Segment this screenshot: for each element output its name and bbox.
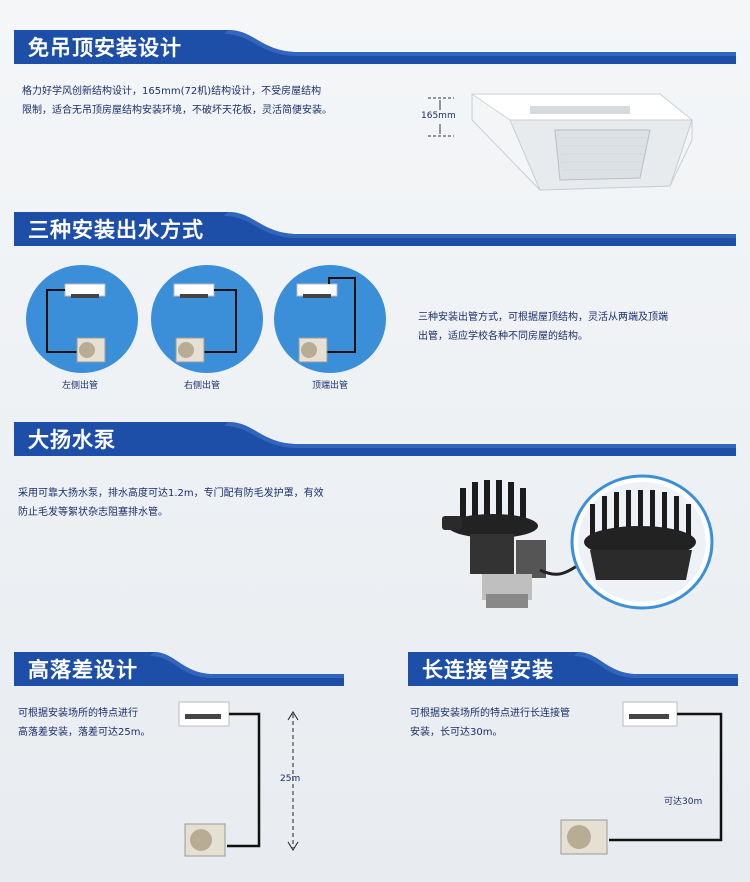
description-line: 格力好学风创新结构设计，165mm(72机)结构设计，不受房屋结构: [22, 86, 322, 97]
install-right-pipe-image: [151, 265, 263, 373]
description-line: 出管，适应学校各种不同房屋的结构。: [418, 331, 588, 342]
install-top-pipe-image: [274, 265, 386, 373]
section-title: 三种安装出水方式: [28, 218, 204, 242]
high-drop-diagram: [178, 701, 299, 857]
section-header-ceiling-free: 免吊顶安装设计: [14, 28, 736, 68]
water-pump-image: [442, 474, 714, 610]
cassette-ac-image: [428, 93, 694, 191]
section-title: 高落差设计: [28, 658, 138, 682]
section-description: 可根据安装场所的特点进行长连接管 安装，长可达30m。: [410, 704, 620, 742]
section-title: 大扬水泵: [28, 428, 116, 452]
long-pipe-diagram: [560, 701, 723, 855]
section-header-long-pipe: 长连接管安装: [408, 650, 738, 690]
label-left-pipe: 左侧出管: [61, 381, 98, 391]
description-line: 采用可靠大扬水泵，排水高度可达1.2m，专门配有防毛发护罩，有效: [18, 488, 324, 499]
install-left-pipe-image: [26, 265, 138, 373]
section-header-drainage-methods: 三种安装出水方式: [14, 210, 736, 250]
section-header-high-drop: 高落差设计: [14, 650, 344, 690]
description-line: 防止毛发等絮状杂志阻塞排水管。: [18, 507, 168, 518]
section-description: 格力好学风创新结构设计，165mm(72机)结构设计，不受房屋结构 限制，适合无…: [22, 82, 422, 120]
description-line: 安装，长可达30m。: [410, 727, 503, 738]
drop-height-label: 25m: [280, 774, 301, 784]
description-line: 可根据安装场所的特点进行长连接管: [410, 708, 570, 719]
label-right-pipe: 右侧出管: [183, 381, 220, 391]
section-description: 可根据安装场所的特点进行 高落差安装，落差可达25m。: [18, 704, 178, 742]
description-line: 限制，适合无吊顶房屋结构安装环境，不破坏天花板，灵活简便安装。: [22, 105, 332, 116]
section-title: 免吊顶安装设计: [28, 36, 182, 60]
section-description: 采用可靠大扬水泵，排水高度可达1.2m，专门配有防毛发护罩，有效 防止毛发等絮状…: [18, 484, 398, 522]
section-description: 三种安装出管方式，可根据屋顶结构，灵活从两端及顶端 出管，适应学校各种不同房屋的…: [418, 308, 738, 346]
description-line: 高落差安装，落差可达25m。: [18, 727, 151, 738]
section-title: 长连接管安装: [422, 658, 554, 682]
height-label: 165mm: [421, 111, 456, 121]
section-header-water-pump: 大扬水泵: [14, 420, 736, 460]
description-line: 三种安装出管方式，可根据屋顶结构，灵活从两端及顶端: [418, 312, 668, 323]
label-top-pipe: 顶端出管: [311, 381, 348, 391]
pipe-length-label: 可达30m: [664, 797, 703, 807]
description-line: 可根据安装场所的特点进行: [18, 708, 138, 719]
